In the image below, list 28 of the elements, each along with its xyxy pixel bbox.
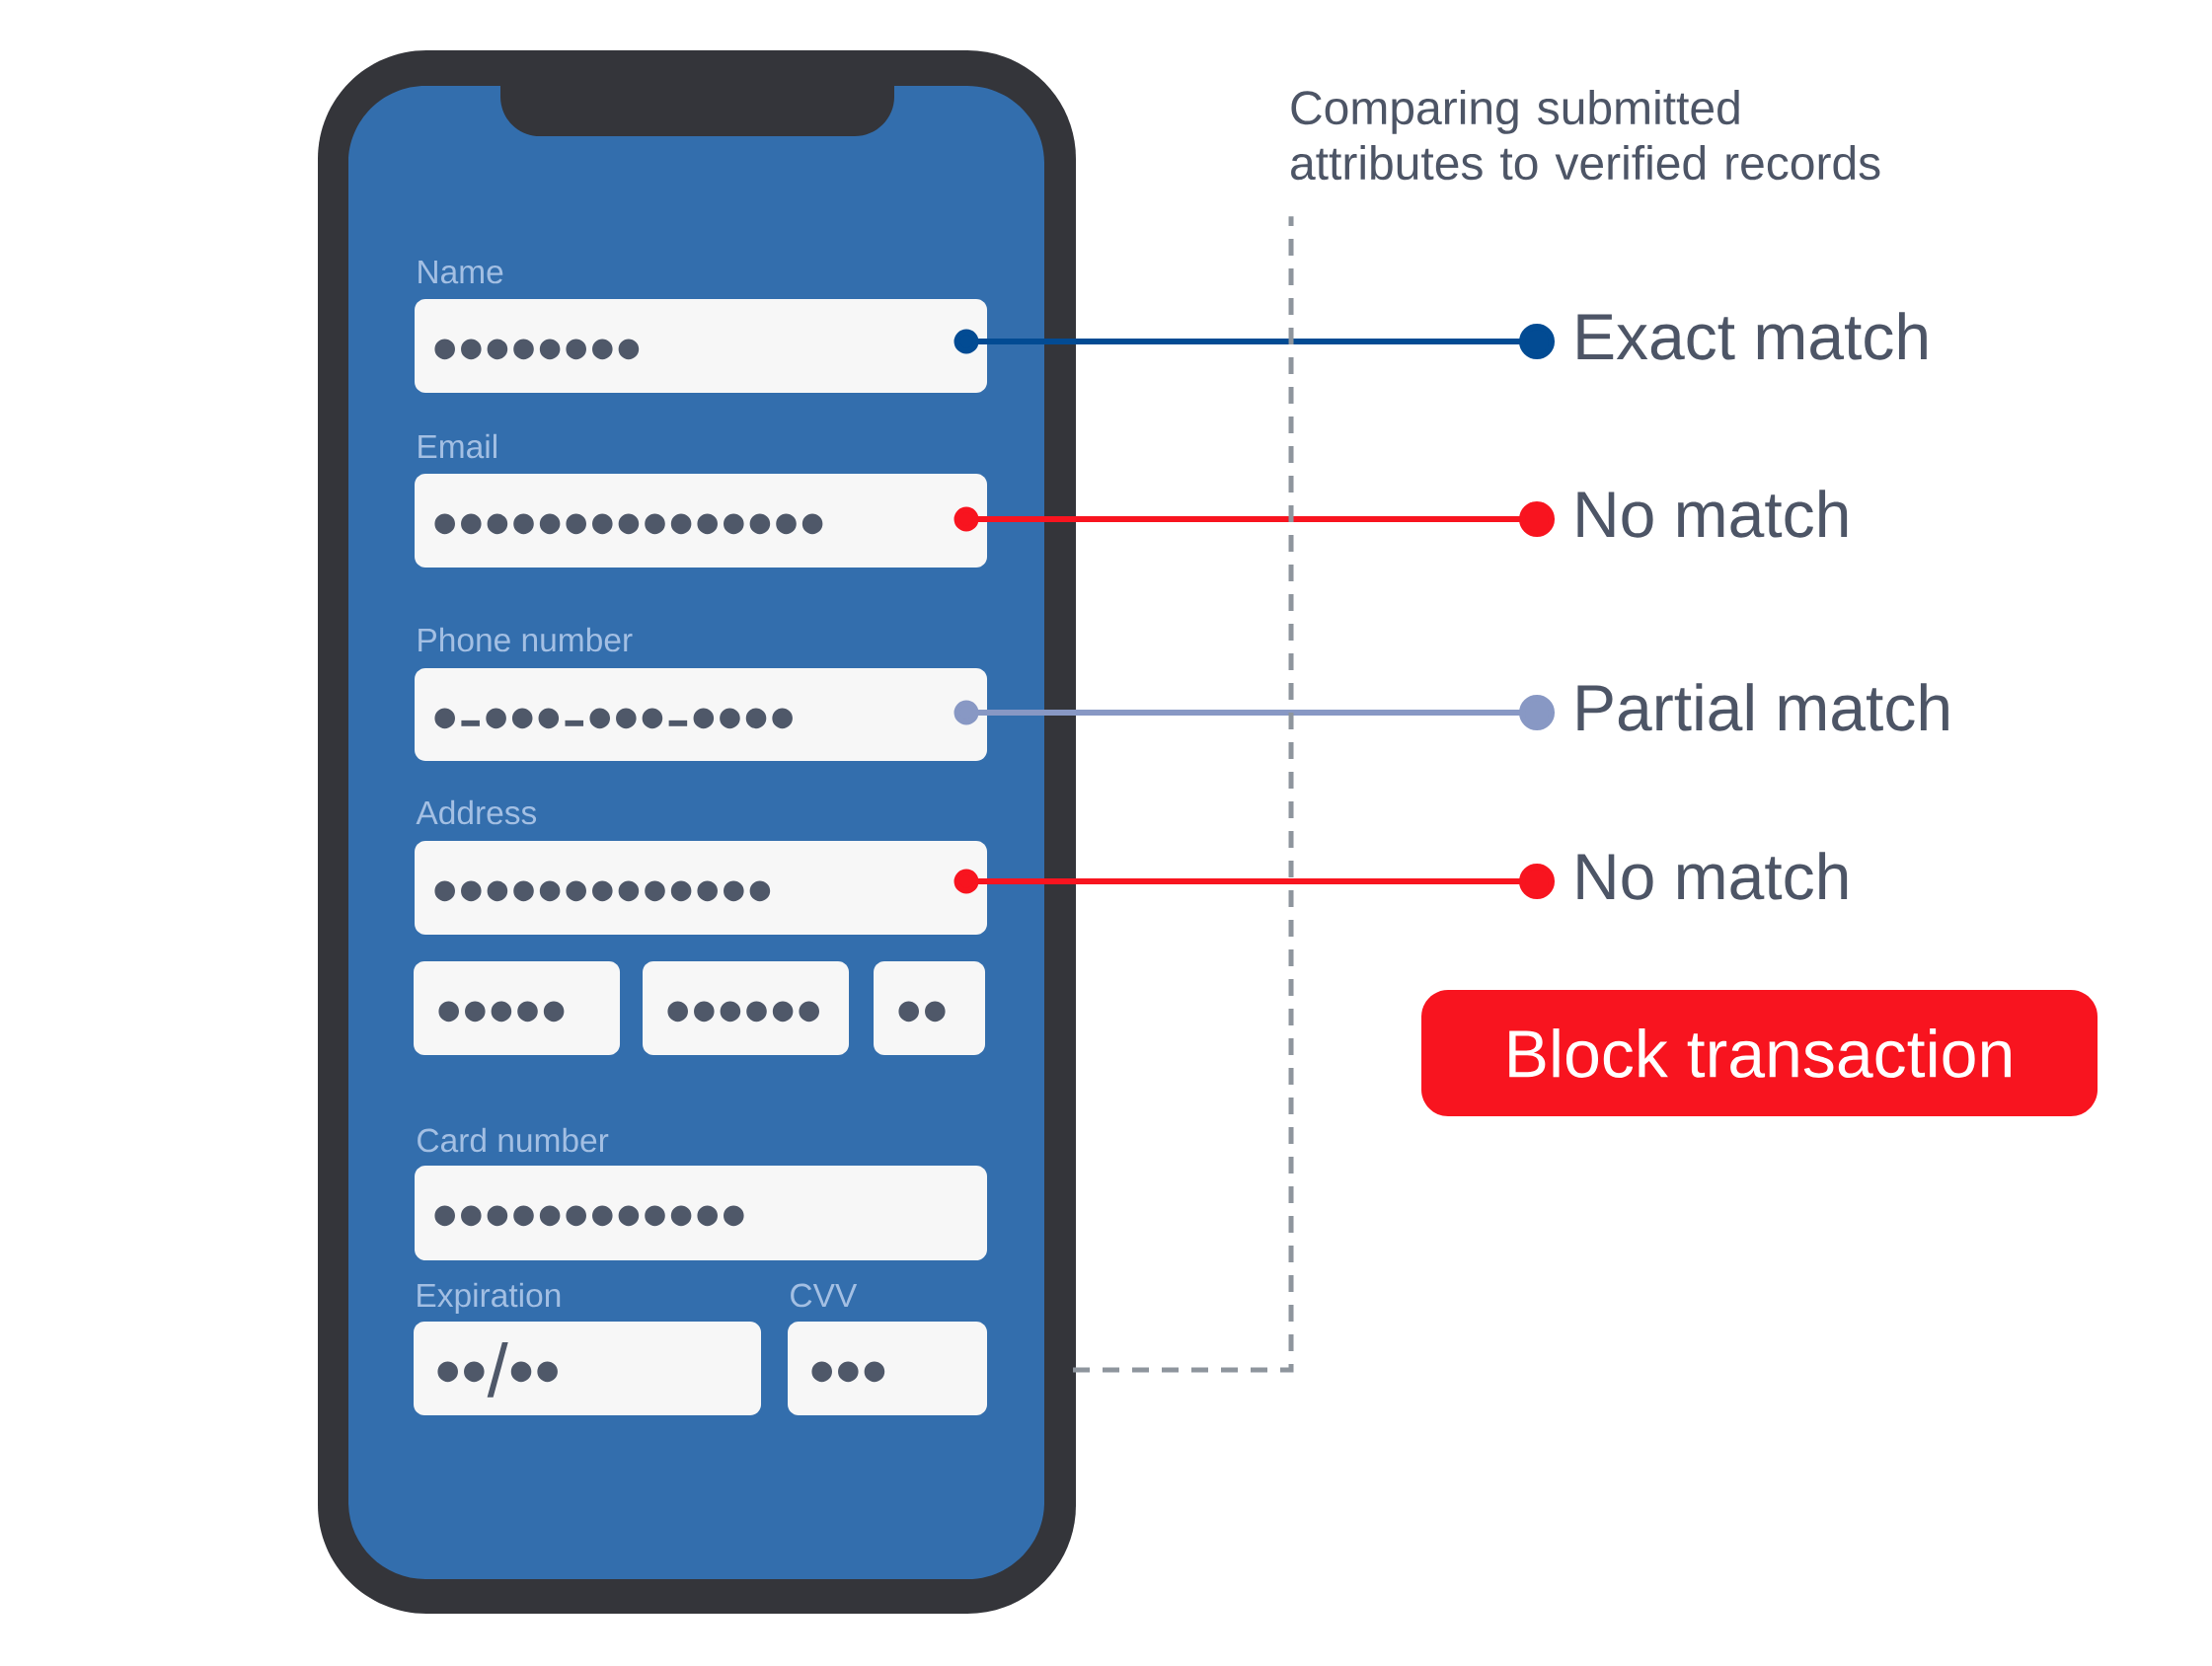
field-label: Expiration xyxy=(418,1282,561,1314)
input-field: •••••• xyxy=(643,961,849,1055)
status-label: No match xyxy=(1577,490,1848,538)
dashed-connector xyxy=(1073,216,1294,1373)
field-label: Phone number xyxy=(419,627,633,652)
input-field: ••••••••••••• xyxy=(415,841,987,935)
field-label: CVV xyxy=(791,1283,858,1308)
input-field: ••/•• xyxy=(414,1322,761,1415)
input-field: •••••••• xyxy=(415,299,987,393)
connector-line xyxy=(953,864,1555,899)
action-button: Block transaction xyxy=(1421,990,2098,1116)
connector-line xyxy=(953,324,1555,359)
status-label: Exact match xyxy=(1577,312,1927,360)
input-field: ••• xyxy=(788,1322,987,1415)
field-label: Card number xyxy=(418,1127,609,1153)
status-label: No match xyxy=(1577,852,1848,900)
field-label: Name xyxy=(419,260,503,284)
heading: Comparing submitted attributes to verified records xyxy=(1291,90,1880,181)
input-field: •-•••-•••-•••• xyxy=(415,668,987,761)
status-label: Partial match xyxy=(1577,683,1948,731)
field-label: Email xyxy=(419,433,496,459)
connector-line xyxy=(953,501,1555,537)
field-label: Address xyxy=(416,799,537,825)
input-field: ••••••••••••••• xyxy=(415,474,987,568)
connector-line xyxy=(953,695,1555,730)
input-field: ••••• xyxy=(414,961,620,1055)
input-field: •• xyxy=(874,961,985,1055)
input-field: •••••••••••• xyxy=(415,1166,987,1260)
